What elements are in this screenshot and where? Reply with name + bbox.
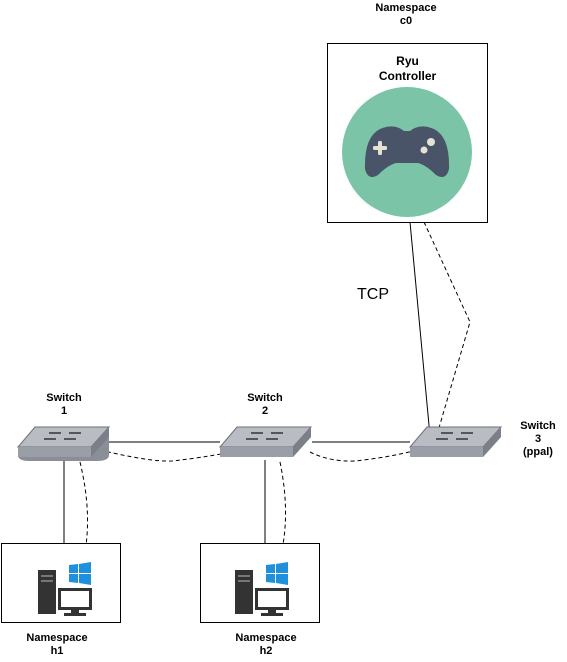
controller-namespace-name: c0 (399, 15, 413, 27)
switch3-number: 3 (534, 433, 542, 445)
host-h2-label: Namespace h2 (226, 632, 306, 658)
controller-title-line1: Ryu (396, 54, 419, 68)
dashed-path-switch2-switch3 (309, 449, 419, 462)
controller-namespace-label: Namespace c0 (356, 2, 456, 28)
host-h1-box[interactable] (1, 543, 121, 623)
switch2-label: Switch 2 (237, 392, 293, 418)
dashed-path-controller-switch3 (423, 221, 471, 439)
switch3-title: Switch (520, 420, 556, 432)
host-h1-name: h1 (50, 645, 64, 657)
switch2-number: 2 (261, 405, 269, 417)
switch1-title: Switch (46, 392, 82, 404)
switch3-label: Switch 3 (ppal) (513, 420, 563, 459)
controller-namespace-text: Namespace (375, 2, 437, 14)
switch1-number: 1 (60, 405, 68, 417)
gamepad-icon (342, 87, 472, 217)
controller-title-line2: Controller (378, 69, 437, 83)
switch2-icon[interactable] (219, 423, 313, 465)
windows-pc-icon (235, 562, 289, 616)
link-controller-switch3 (409, 221, 431, 437)
switch3-icon[interactable] (409, 423, 503, 465)
switch3-extra: (ppal) (523, 446, 553, 458)
switch2-title: Switch (247, 392, 283, 404)
host-h1-namespace: Namespace (26, 632, 88, 644)
tcp-label: TCP (357, 286, 389, 303)
host-h1-label: Namespace h1 (17, 632, 97, 658)
controller-box[interactable]: Ryu Controller (327, 43, 488, 223)
host-h2-namespace: Namespace (235, 632, 297, 644)
host-h2-box[interactable] (200, 543, 320, 623)
switch1-label: Switch 1 (36, 392, 92, 418)
dashed-path-switch1-switch2 (99, 449, 233, 462)
switch1-icon[interactable] (17, 423, 111, 465)
host-h2-name: h2 (259, 645, 273, 657)
windows-pc-icon (38, 562, 92, 616)
